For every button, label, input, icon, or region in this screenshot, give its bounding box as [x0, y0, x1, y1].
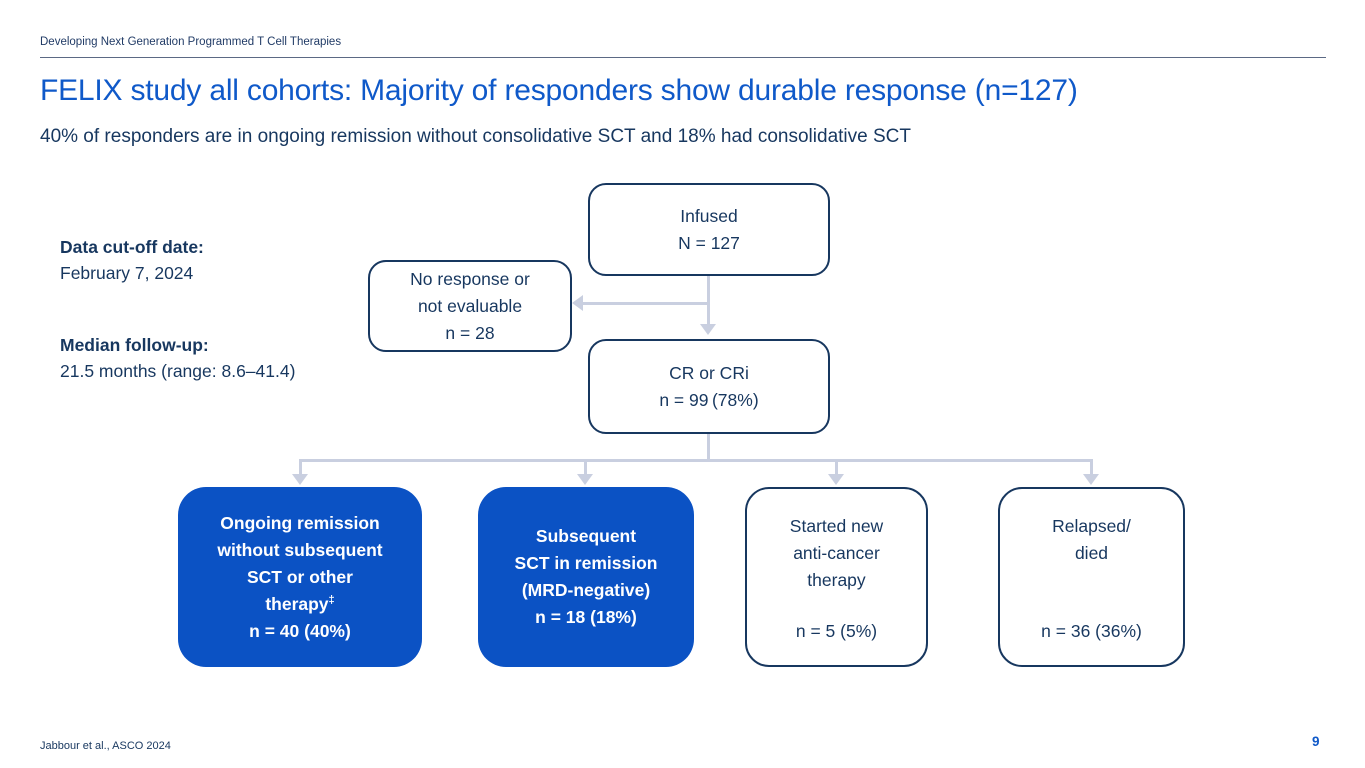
arrowhead-down-relapsed: [1083, 474, 1099, 485]
relapsed-count: n = 36 (36%): [1041, 621, 1142, 641]
data-cutoff-value: February 7, 2024: [60, 263, 194, 283]
new-therapy-label: Started new anti-cancer therapy: [790, 513, 883, 594]
data-cutoff-label: Data cut-off date:: [60, 237, 204, 257]
ongoing-line-3: SCT or other: [247, 566, 353, 587]
arrowhead-down-sct: [577, 474, 593, 485]
arrowhead-down-ongoing: [292, 474, 308, 485]
ongoing-count: n = 40 (40%): [249, 620, 351, 641]
connector-infused-to-cr: [707, 276, 710, 324]
flow-node-infused: Infused N = 127: [588, 183, 830, 276]
arrowhead-down-newtherapy: [828, 474, 844, 485]
flow-node-subsequent-sct: Subsequent SCT in remission (MRD-negativ…: [478, 487, 694, 667]
ongoing-line-2: without subsequent: [217, 539, 383, 560]
flow-node-cr-cri: CR or CRi n = 99 (78%): [588, 339, 830, 434]
ongoing-line-4: therapy‡: [265, 593, 335, 614]
branch-drop-2: [584, 459, 587, 475]
median-followup-label: Median follow-up:: [60, 335, 209, 355]
relapsed-line-1: Relapsed/: [1052, 516, 1131, 536]
no-response-line-3: n = 28: [445, 322, 495, 343]
flow-node-no-response: No response or not evaluable n = 28: [368, 260, 572, 352]
cr-line-2: n = 99 (78%): [659, 389, 759, 410]
arrowhead-left-noresponse: [572, 295, 583, 311]
header-divider-line: [40, 57, 1326, 58]
info-spacer: [60, 286, 380, 332]
relapsed-label: Relapsed/ died: [1052, 513, 1131, 567]
branch-drop-4: [1090, 459, 1093, 475]
cr-line-1: CR or CRi: [669, 362, 749, 383]
sct-line-1: Subsequent: [535, 526, 637, 546]
new-therapy-count: n = 5 (5%): [795, 621, 878, 641]
new-therapy-line-1: Started new: [789, 516, 884, 536]
study-info-block: Data cut-off date: February 7, 2024 Medi…: [60, 234, 380, 384]
footnote-marker: ‡: [328, 593, 335, 606]
arrowhead-down-cr: [700, 324, 716, 335]
relapsed-line-2: died: [1074, 543, 1109, 563]
slide-title: FELIX study all cohorts: Majority of res…: [40, 74, 1078, 107]
branch-drop-1: [299, 459, 302, 475]
slide-header-text: Developing Next Generation Programmed T …: [40, 36, 342, 48]
ongoing-line-1: Ongoing remission: [220, 512, 380, 533]
branch-drop-3: [835, 459, 838, 475]
slide-subtitle: 40% of responders are in ongoing remissi…: [40, 126, 911, 147]
flow-node-new-anticancer-therapy: Started new anti-cancer therapy n = 5 (5…: [745, 487, 928, 667]
footer-citation: Jabbour et al., ASCO 2024: [40, 740, 171, 752]
sct-count: n = 18 (18%): [535, 607, 637, 627]
new-therapy-line-2: anti-cancer: [793, 543, 880, 563]
infused-line-1: Infused: [680, 205, 738, 226]
connector-to-noresponse: [581, 302, 709, 305]
sct-line-3: (MRD-negative): [521, 580, 651, 600]
median-followup-value: 21.5 months (range: 8.6–41.4): [60, 361, 296, 381]
flow-node-relapsed-died: Relapsed/ died n = 36 (36%): [998, 487, 1185, 667]
no-response-line-2: not evaluable: [417, 295, 523, 316]
page-number: 9: [1312, 734, 1320, 749]
no-response-line-1: No response or: [410, 268, 530, 289]
flow-node-ongoing-remission: Ongoing remission without subsequent SCT…: [178, 487, 422, 667]
branch-horizontal-line: [299, 459, 1092, 462]
connector-cr-to-branch: [707, 434, 710, 461]
infused-line-2: N = 127: [678, 232, 740, 253]
sct-line-2: SCT in remission: [514, 553, 658, 573]
new-therapy-line-3: therapy: [807, 570, 866, 590]
